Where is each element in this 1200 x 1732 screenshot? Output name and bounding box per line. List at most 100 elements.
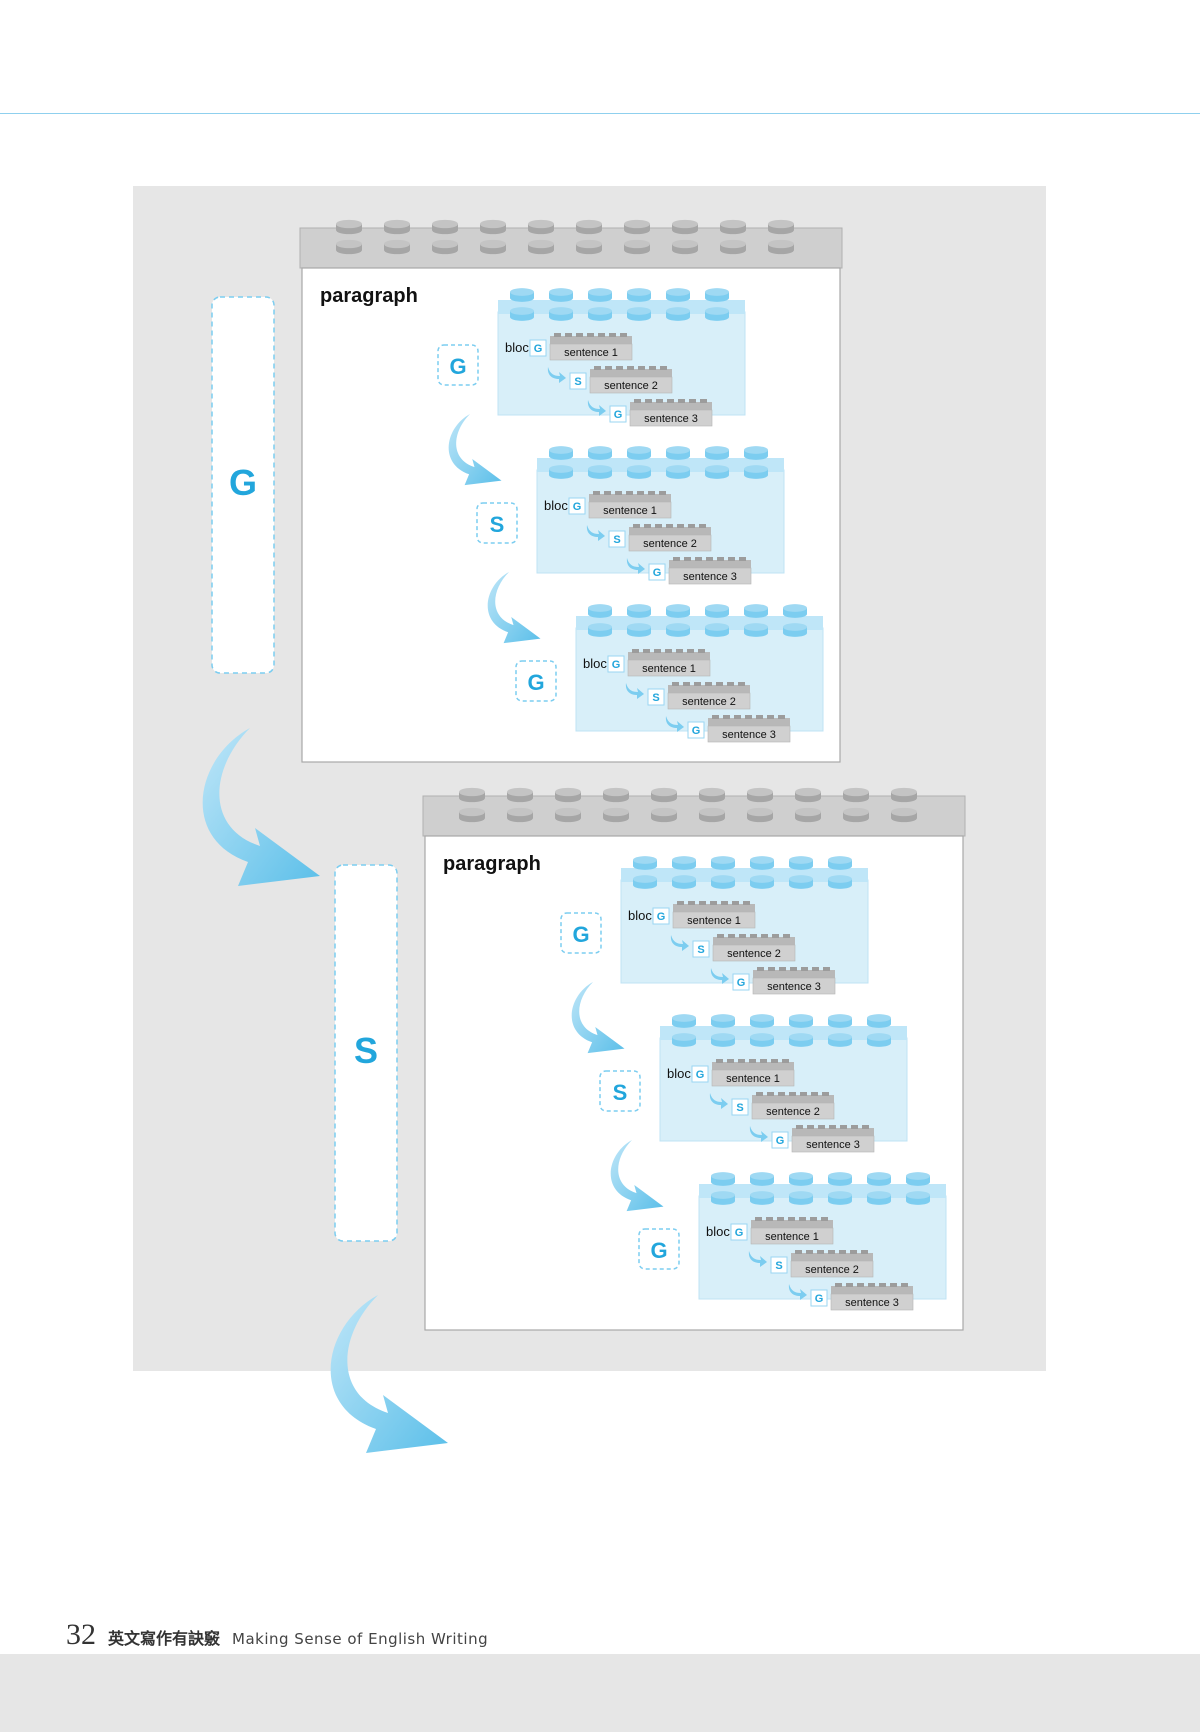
footer-band [0,1654,1200,1732]
stud [705,288,729,302]
letter-badge-text: S [697,944,704,956]
stud [627,307,651,321]
letter-badge-text: G [657,911,666,923]
stud [744,623,768,637]
stud [549,446,573,460]
stud [588,446,612,460]
sentence-brick [628,534,712,552]
stud [750,856,774,870]
block-body [497,311,746,416]
letter-badge-text: G [737,977,746,989]
stud [711,1172,735,1186]
stud [828,1033,852,1047]
page-footer: 32 英文寫作有訣竅 Making Sense of English Writi… [66,1618,488,1658]
stud [627,465,651,479]
stud [666,465,690,479]
letter-badge-text: G [696,1069,705,1081]
block-body [698,1195,947,1300]
stud [744,465,768,479]
stud [384,219,410,235]
stud [750,875,774,889]
letter-badge [569,372,587,390]
stud [711,875,735,889]
stud [633,856,657,870]
stud [867,1172,891,1186]
stud [528,219,554,235]
side-letter: S [354,1030,378,1071]
small-arrow-icon [547,367,566,383]
stud [843,807,869,823]
letter-badge [652,907,670,925]
stud [555,787,581,803]
outer-letter-box [515,660,557,702]
letter-badge [687,721,705,739]
block-body [536,469,785,574]
letter-badge [609,405,627,423]
letter-badge [607,655,625,673]
stud [549,465,573,479]
letter-badge-text: S [613,534,620,546]
stud [666,623,690,637]
stud [672,875,696,889]
stud [651,807,677,823]
stud [705,307,729,321]
sentence-label: sentence 3 [683,571,737,583]
small-arrow-icon [710,968,729,984]
sentence-brick [830,1293,914,1311]
letter-badge-text: S [736,1102,743,1114]
paragraph-transition-arrow-icon [202,728,320,886]
sentence-label: sentence 1 [765,1231,819,1243]
stud [768,239,794,255]
letter-badge [810,1289,828,1307]
stud [711,1014,735,1028]
sentence-brick [790,1260,874,1278]
outer-letter-box [437,344,479,386]
stud [906,1172,930,1186]
sentence-brick [667,692,751,710]
stud [891,807,917,823]
sentence-label: sentence 2 [682,696,736,708]
letter-badge-text: G [573,501,582,513]
letter-badge [691,1065,709,1083]
stud [672,219,698,235]
letter-badge-text: G [815,1293,824,1305]
sentence-brick [751,1102,835,1120]
stud [549,288,573,302]
paragraph-title: paragraph [443,853,541,875]
stud [843,787,869,803]
sentence-label: sentence 1 [726,1073,780,1085]
stud [672,239,698,255]
stud [711,856,735,870]
stud [705,623,729,637]
sentence-label: sentence 2 [766,1106,820,1118]
sentence-label: sentence 3 [644,413,698,425]
stud [789,1191,813,1205]
block-transition-arrow-icon [610,1140,664,1212]
outer-letter: G [572,922,589,947]
stud [627,604,651,618]
small-arrow-icon [586,525,605,541]
stud [750,1014,774,1028]
letter-badge-text: S [775,1260,782,1272]
stud [507,787,533,803]
letter-badge-text: G [776,1135,785,1147]
letter-badge [770,1256,788,1274]
block-transition-arrow-icon [487,572,541,644]
sentence-label: sentence 3 [845,1297,899,1309]
stud [666,288,690,302]
page-number: 32 [66,1618,96,1651]
block-transition-arrow-icon [448,414,502,486]
letter-badge [771,1131,789,1149]
letter-badge-text: S [652,692,659,704]
sentence-label: sentence 1 [564,347,618,359]
sentence-brick [588,501,672,519]
stud [588,288,612,302]
outer-letter-box [638,1228,680,1270]
sentence-label: sentence 2 [805,1264,859,1276]
stud [720,219,746,235]
sentence-brick [549,343,633,361]
stud [906,1191,930,1205]
stud [507,807,533,823]
sentence-brick [750,1227,834,1245]
